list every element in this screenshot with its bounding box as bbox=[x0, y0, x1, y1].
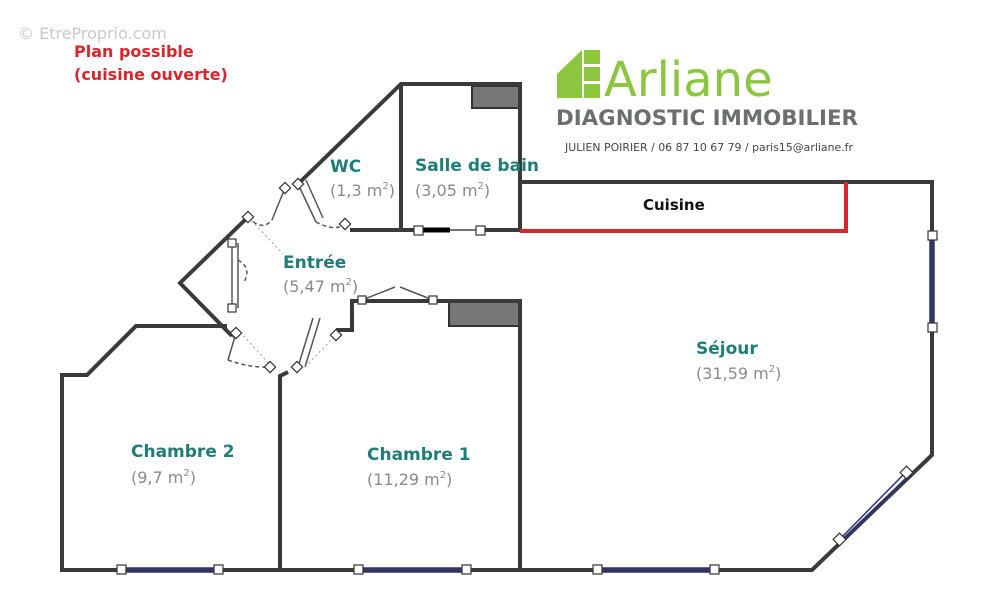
brand-name: Arliane bbox=[604, 52, 773, 108]
house-logo-icon bbox=[557, 50, 600, 98]
markers bbox=[116, 177, 938, 575]
room-name-living: Séjour bbox=[696, 339, 758, 359]
room-label-bedroom1: Chambre 1 (11,29 m2) bbox=[367, 445, 471, 489]
entry-guides bbox=[239, 216, 337, 368]
room-name-wc: WC bbox=[330, 157, 361, 177]
room-area-bedroom2: (9,7 m2) bbox=[131, 468, 196, 487]
room-name-bedroom1: Chambre 1 bbox=[367, 445, 471, 465]
room-label-bathroom: Salle de bain (3,05 m2) bbox=[415, 156, 539, 200]
duct-bathroom bbox=[471, 85, 521, 109]
room-area-entry: (5,47 m2) bbox=[283, 277, 358, 296]
plan-note-line1: Plan possible bbox=[74, 42, 194, 61]
watermark: © EtreProprio.com bbox=[18, 24, 167, 43]
arliane-logo: Arliane DIAGNOSTIC IMMOBILIER JULIEN POI… bbox=[556, 50, 858, 154]
brand-tagline: DIAGNOSTIC IMMOBILIER bbox=[556, 106, 858, 130]
room-area-wc: (1,3 m2) bbox=[330, 181, 395, 200]
room-label-living: Séjour (31,59 m2) bbox=[696, 339, 781, 383]
room-area-bedroom1: (11,29 m2) bbox=[367, 470, 452, 489]
windows bbox=[122, 235, 935, 573]
room-area-bathroom: (3,05 m2) bbox=[415, 181, 490, 200]
plan-note-line2: (cuisine ouverte) bbox=[74, 65, 228, 84]
room-name-entry: Entrée bbox=[283, 253, 346, 273]
room-label-wc: WC (1,3 m2) bbox=[330, 157, 395, 200]
duct-bedroom bbox=[448, 300, 521, 327]
plan-note: Plan possible (cuisine ouverte) bbox=[74, 40, 228, 86]
kitchen-outline bbox=[520, 182, 848, 233]
room-label-bedroom2: Chambre 2 (9,7 m2) bbox=[131, 442, 235, 487]
door-swings bbox=[227, 179, 434, 368]
brand-contact: JULIEN POIRIER / 06 87 10 67 79 / paris1… bbox=[564, 142, 854, 154]
room-label-entry: Entrée (5,47 m2) bbox=[283, 253, 358, 296]
room-name-kitchen: Cuisine bbox=[643, 196, 705, 214]
room-name-bathroom: Salle de bain bbox=[415, 156, 539, 176]
room-name-bedroom2: Chambre 2 bbox=[131, 442, 235, 462]
room-area-living: (31,59 m2) bbox=[696, 364, 781, 383]
